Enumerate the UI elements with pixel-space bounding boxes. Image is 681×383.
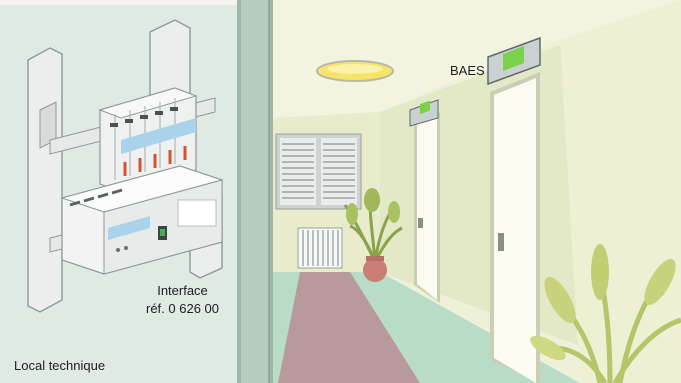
room-label: Local technique xyxy=(14,358,105,373)
window-icon xyxy=(276,134,361,209)
interface-label: Interface réf. 0 626 00 xyxy=(146,282,219,318)
interface-label-line1: Interface xyxy=(146,282,219,300)
corridor-scene xyxy=(273,0,681,383)
baes-label: BAES xyxy=(450,63,485,78)
ceiling-light-icon xyxy=(317,61,393,81)
door-1 xyxy=(414,112,440,303)
interface-label-line2: réf. 0 626 00 xyxy=(146,300,219,318)
door-2 xyxy=(490,72,540,383)
radiator-icon xyxy=(298,228,342,268)
